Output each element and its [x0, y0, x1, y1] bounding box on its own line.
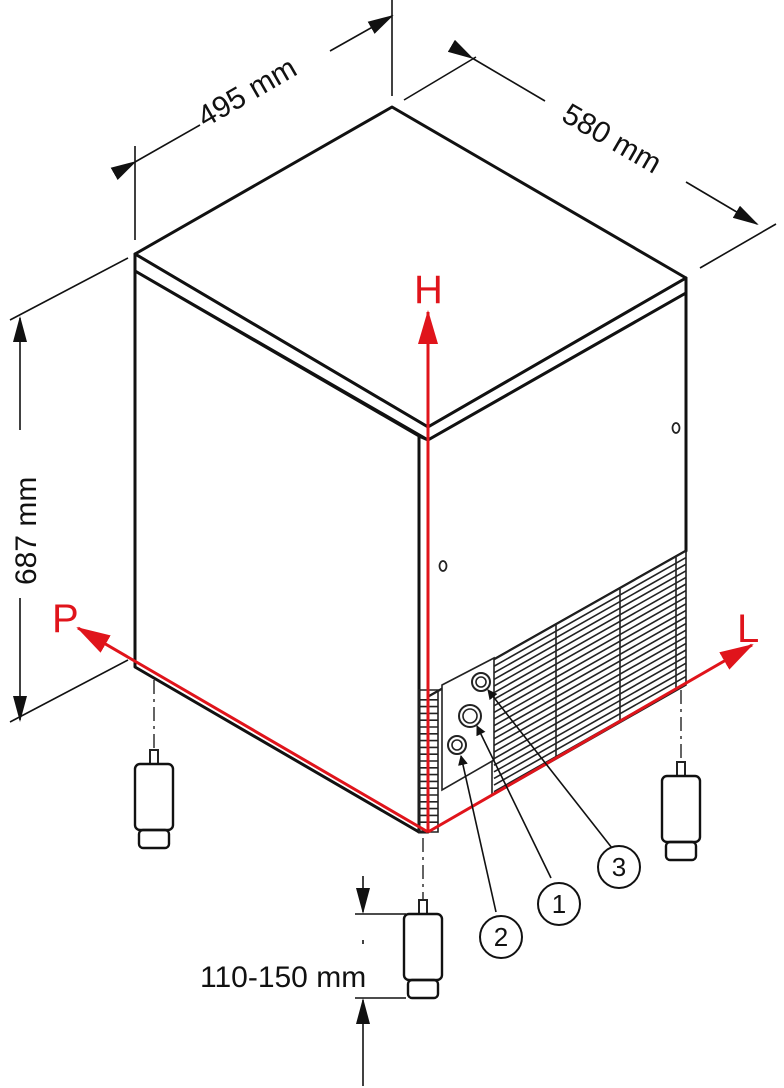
grille-slat	[493, 636, 687, 747]
callout-2: 2	[479, 915, 523, 959]
grille-slat	[493, 556, 687, 667]
callout-3: 3	[597, 845, 641, 889]
connector-2	[447, 735, 467, 755]
axis-p-line	[76, 626, 429, 834]
foot-right	[660, 761, 702, 862]
callout-1-label: 1	[552, 889, 566, 919]
callout-1: 1	[537, 882, 581, 926]
grille-slat	[493, 583, 687, 694]
callouts: 3 1 2	[458, 689, 641, 959]
height-label: 687 mm	[10, 477, 43, 585]
grille-slat	[493, 616, 687, 727]
dimension-feet: 110-150 mm	[200, 876, 406, 1086]
axis-l-line	[427, 643, 754, 834]
grille-slat	[493, 622, 687, 733]
grille-slat	[493, 642, 687, 753]
feet-height-label: 110-150 mm	[200, 961, 366, 994]
grille-slat	[493, 603, 687, 714]
foot-front	[402, 899, 444, 1000]
screw-icon	[671, 422, 681, 434]
grille-slat	[493, 576, 687, 687]
callout-3-label: 3	[612, 852, 626, 882]
grille-slat	[493, 649, 687, 760]
grille-slat	[493, 669, 687, 780]
axes: H P L	[52, 268, 759, 834]
axis-l-label: L	[737, 607, 759, 651]
grille-slat	[493, 589, 687, 700]
foot-left	[133, 749, 175, 850]
depth-label: 580 mm	[557, 97, 667, 180]
axis-h-label: H	[414, 268, 443, 312]
connector-3	[471, 672, 491, 692]
grille-slat	[493, 655, 687, 766]
dimension-height: 687 mm	[9, 257, 129, 723]
feet	[133, 680, 702, 1000]
grille-slat	[493, 662, 687, 773]
grille-slat	[493, 596, 687, 707]
width-label: 495 mm	[192, 51, 302, 134]
grille-slat	[493, 629, 687, 740]
grille-slat	[493, 563, 687, 674]
connector-1	[458, 704, 482, 728]
grille-slat	[493, 675, 687, 786]
grille-slat	[493, 609, 687, 720]
axis-p-label: P	[52, 597, 79, 641]
screw-icon	[438, 560, 448, 572]
machine-body	[133, 105, 688, 834]
grille-slats	[419, 556, 687, 824]
callout-2-label: 2	[494, 922, 508, 952]
grille-slat	[493, 570, 687, 681]
